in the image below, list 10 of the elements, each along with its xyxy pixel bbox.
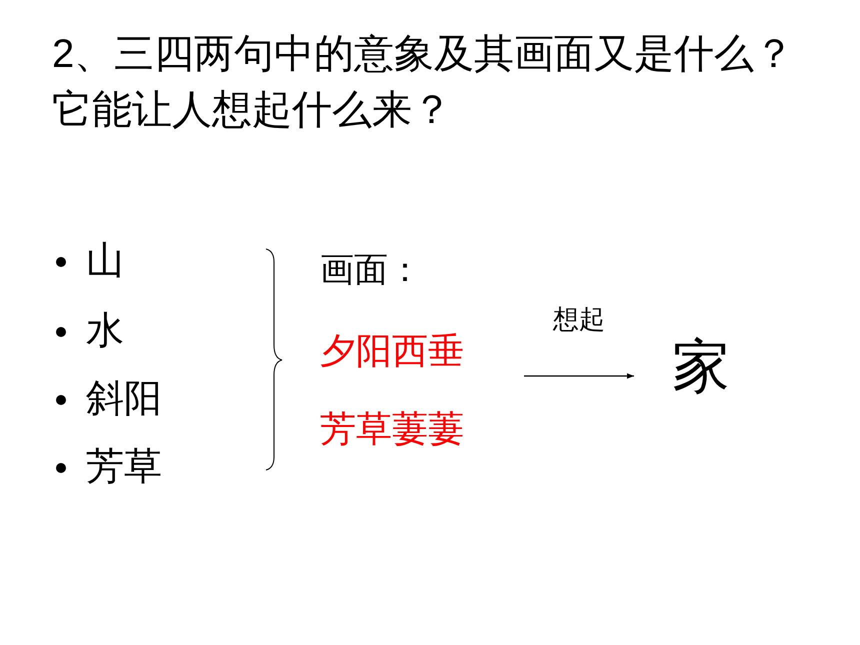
- list-item: 水: [86, 307, 124, 354]
- arrow: [524, 373, 634, 379]
- scene-text: 夕阳西垂: [320, 330, 464, 374]
- list-item: 芳草: [86, 443, 162, 490]
- heading-text: 画面：: [320, 249, 422, 292]
- list-item: 山: [86, 237, 124, 284]
- scene-text: 芳草萋萋: [320, 408, 464, 452]
- title: 2、三四两句中的意象及其画面又是什么？它能让人想起什么来？: [52, 31, 796, 134]
- list-item: 斜阳: [86, 375, 162, 422]
- node-text: 家: [671, 331, 731, 402]
